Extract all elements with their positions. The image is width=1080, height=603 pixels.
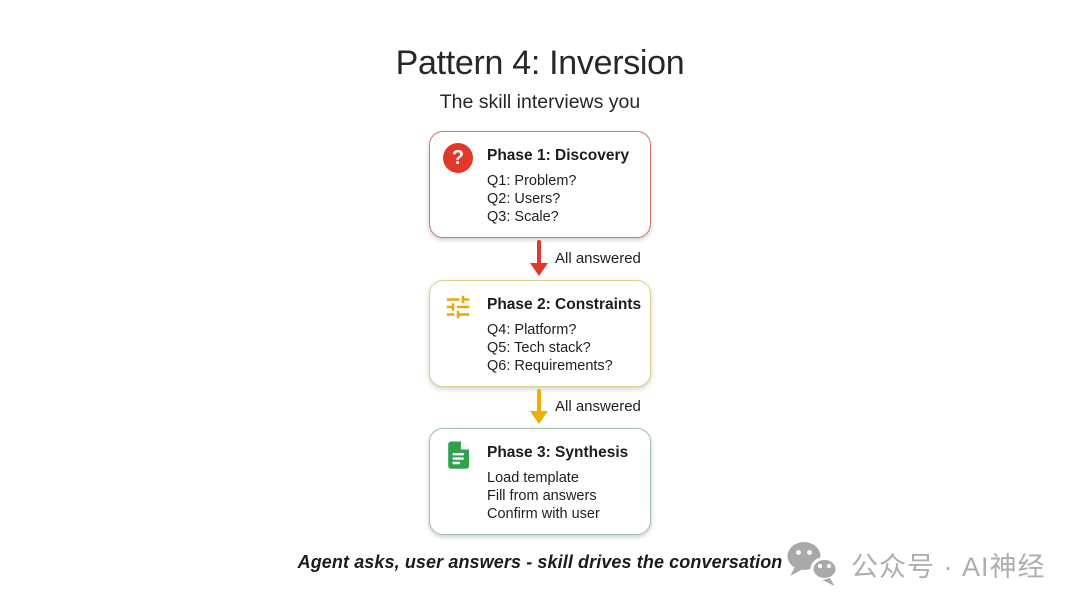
- arrow-down-icon: [530, 263, 548, 276]
- phase-title: Phase 2: Constraints: [487, 296, 642, 313]
- wechat-icon: [787, 542, 839, 586]
- arrow-label: All answered: [555, 250, 641, 267]
- arrow-down-icon: [530, 411, 548, 424]
- phase-item: Fill from answers: [487, 488, 597, 504]
- document-icon: [443, 440, 473, 470]
- page-subtitle: The skill interviews you: [439, 91, 641, 113]
- tune-sliders-icon: [443, 292, 473, 322]
- arrow-label: All answered: [555, 398, 641, 415]
- phase-item: Load template: [487, 470, 579, 486]
- phase-box-synthesis: Phase 3: Synthesis Load template Fill fr…: [429, 428, 651, 535]
- phase-item: Q4: Platform?: [487, 322, 577, 338]
- phase-content: Phase 3: Synthesis Load template Fill fr…: [487, 444, 646, 523]
- question-mark-circle-icon: ?: [443, 143, 473, 173]
- arrow-down-icon: [537, 389, 541, 413]
- phase-content: Phase 1: Discovery Q1: Problem? Q2: User…: [487, 147, 646, 226]
- phase-item: Q3: Scale?: [487, 209, 559, 225]
- phase-item: Q2: Users?: [487, 191, 561, 207]
- phase-item: Q6: Requirements?: [487, 358, 613, 374]
- arrow-down-icon: [537, 240, 541, 265]
- phase-item: Confirm with user: [487, 506, 600, 522]
- phase-content: Phase 2: Constraints Q4: Platform? Q5: T…: [487, 296, 646, 375]
- phase-item: Q1: Problem?: [487, 173, 577, 189]
- page-title: Pattern 4: Inversion: [395, 44, 685, 82]
- phase-title: Phase 1: Discovery: [487, 147, 630, 164]
- caption: Agent asks, user answers - skill drives …: [297, 552, 783, 572]
- phase-item: Q5: Tech stack?: [487, 340, 591, 356]
- phase-box-discovery: ? Phase 1: Discovery Q1: Problem? Q2: Us…: [429, 131, 651, 238]
- phase-box-constraints: Phase 2: Constraints Q4: Platform? Q5: T…: [429, 280, 651, 387]
- phase-title: Phase 3: Synthesis: [487, 444, 629, 461]
- question-mark-glyph: ?: [443, 143, 473, 173]
- watermark-text: 公众号 · AI神经: [851, 551, 1046, 582]
- watermark: 公众号 · AI神经: [785, 540, 1046, 588]
